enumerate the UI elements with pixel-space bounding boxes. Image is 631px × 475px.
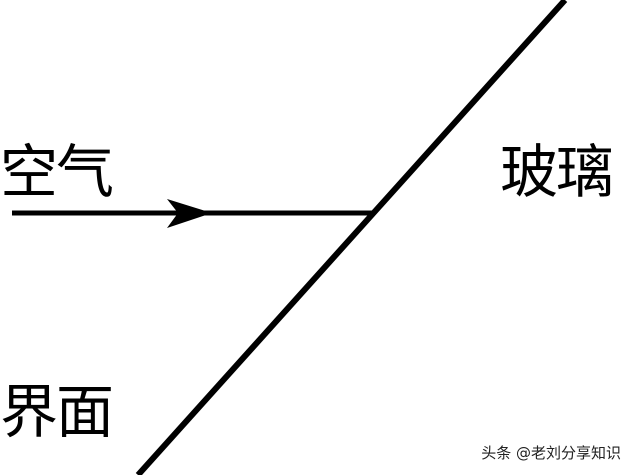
interface-line <box>135 0 568 475</box>
arrowhead-icon <box>167 199 212 228</box>
interface-label: 界面 <box>0 378 114 446</box>
watermark: 头条 @老刘分享知识 <box>481 444 621 462</box>
glass-label: 玻璃 <box>500 138 614 206</box>
air-label: 空气 <box>0 138 114 206</box>
